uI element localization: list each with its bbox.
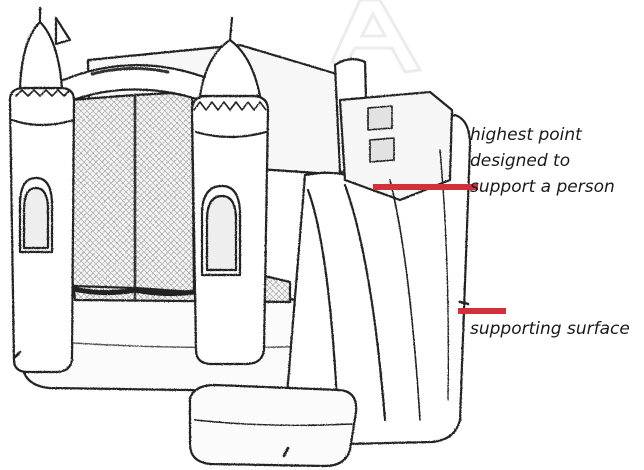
mesh-window-right	[133, 90, 196, 294]
highest-point-line-2: designed to	[470, 151, 571, 171]
slide-stairs	[338, 90, 454, 202]
mesh-window-left	[68, 93, 137, 290]
highest-point-line-3: support a person	[470, 177, 615, 197]
highest-point-line-1: highest point	[470, 125, 582, 145]
bounce-house-drawing	[8, 6, 472, 468]
supporting-surface-label: supporting surface	[470, 319, 630, 339]
left-flag	[54, 16, 72, 46]
highest-point-label: highest point designed to support a pers…	[470, 122, 615, 200]
